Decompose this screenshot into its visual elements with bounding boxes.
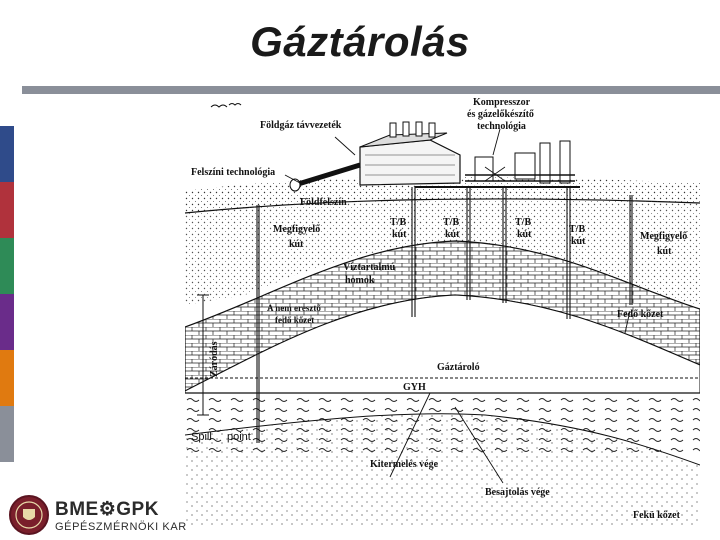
label-nem-ereszto: A nem eresztő xyxy=(267,303,321,313)
wells xyxy=(256,187,633,443)
label-megfigyelo-right: Megfigyelő xyxy=(640,231,687,242)
label-tb-3: T/B xyxy=(515,217,531,228)
logo-bme-gpk: BME⚙GPK xyxy=(55,499,159,520)
label-gazelokeszito: és gázelőkészítő xyxy=(467,109,534,120)
label-kut-1: kút xyxy=(392,229,407,240)
compressor-building xyxy=(359,121,461,186)
label-viztartalmu: Víztartalmú xyxy=(343,262,396,273)
label-kompresszor: Kompresszor xyxy=(473,97,531,108)
label-felszini: Felszíni technológia xyxy=(191,167,275,178)
stripe-green xyxy=(0,238,14,294)
label-kut-left: kút xyxy=(289,239,304,250)
label-gyh: GYH xyxy=(403,382,426,393)
processing-equipment xyxy=(465,140,575,184)
page-title: Gáztárolás xyxy=(250,18,470,65)
label-fedo-kozet-left: fedő kőzet xyxy=(275,315,314,325)
label-point: point xyxy=(227,431,251,443)
stripe-orange xyxy=(0,350,14,406)
leader-lines xyxy=(284,128,631,484)
label-kitermeles: Kitermelés vége xyxy=(370,459,439,470)
stripe-purple xyxy=(0,294,14,350)
bedrock-layer xyxy=(185,413,700,525)
label-foldgaz: Földgáz távvezeték xyxy=(260,120,342,131)
stripe-red xyxy=(0,182,14,238)
gas-pipeline xyxy=(294,162,361,188)
label-kut-3: kút xyxy=(517,229,532,240)
label-tb-1: T/B xyxy=(390,217,406,228)
label-homok: homok xyxy=(345,275,375,286)
label-foldfelszin: Földfelszín xyxy=(300,197,347,208)
label-kut-right: kút xyxy=(657,246,672,257)
label-gaztarolo: Gáztároló xyxy=(437,362,480,373)
label-besajtolas: Besajtolás vége xyxy=(485,487,550,498)
color-stripes xyxy=(0,126,14,462)
gas-storage-diagram: Kompresszor és gázelőkészítő technológia… xyxy=(185,97,700,525)
label-fedo-kozet: Fedő kőzet xyxy=(617,309,664,320)
sand-layer xyxy=(185,198,700,305)
label-megfigyelo-left: Megfigyelő xyxy=(273,224,320,235)
stripe-blue xyxy=(0,126,14,182)
label-technologia: technológia xyxy=(477,121,526,132)
label-kut-2: kút xyxy=(445,229,460,240)
label-tb-2: T/B xyxy=(443,217,459,228)
title-rule xyxy=(22,86,720,94)
bme-seal-icon xyxy=(9,495,49,535)
label-zarodas: Záródás xyxy=(209,341,220,377)
topsoil-layer xyxy=(185,176,700,213)
stripe-gray xyxy=(0,406,14,462)
gas-reservoir xyxy=(185,294,700,394)
label-tb-4: T/B xyxy=(569,224,585,235)
label-fekui: Fekü kőzet xyxy=(633,510,681,521)
label-kut-4: kút xyxy=(571,236,586,247)
logo-faculty: GÉPÉSZMÉRNÖKI KAR xyxy=(55,521,187,533)
label-spill: Spill xyxy=(191,431,212,443)
